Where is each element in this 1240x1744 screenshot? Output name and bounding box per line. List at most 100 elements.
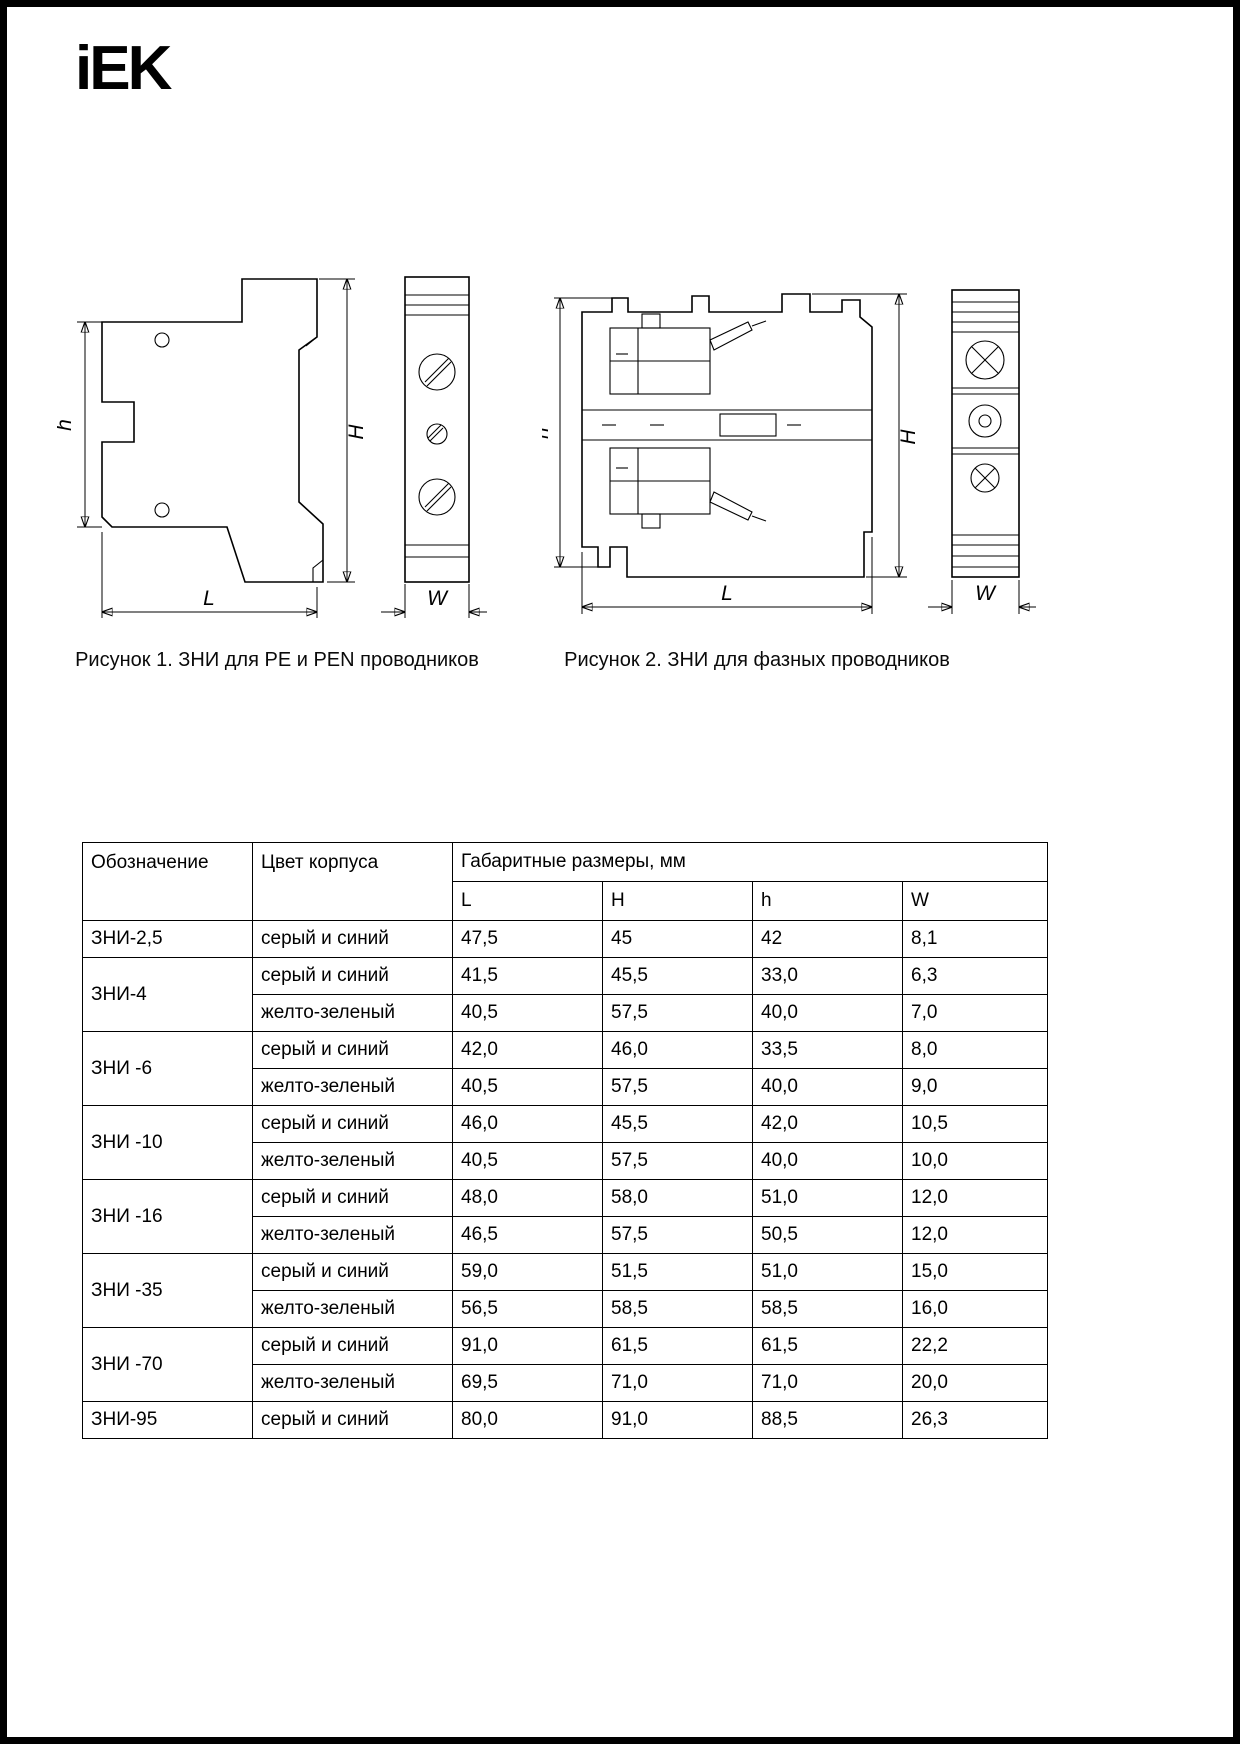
iek-logo: iEK — [75, 34, 172, 103]
dim-cell-H: 61,5 — [602, 1327, 753, 1365]
designation-cell: ЗНИ-2,5 — [82, 920, 253, 958]
header-L: L — [452, 881, 603, 921]
table-row: желто-зеленый 40,5 57,5 40,0 10,0 — [83, 1142, 1049, 1180]
dim-cell-W: 15,0 — [901, 1253, 1049, 1291]
color-cell: желто-зеленый — [252, 1364, 453, 1402]
dim-cell-W: 26,3 — [901, 1401, 1049, 1439]
screw-icon — [426, 423, 448, 445]
dim-label-h: h — [542, 427, 553, 439]
dim-cell-h: 61,5 — [752, 1327, 903, 1365]
upper-clamp — [609, 313, 767, 395]
dim-cell-H: 45,5 — [602, 1105, 753, 1143]
dim-cell-W: 20,0 — [901, 1364, 1049, 1402]
designation-cell: ЗНИ-95 — [82, 1401, 253, 1439]
dim-label-H: H — [345, 424, 368, 440]
dim-cell-L: 47,5 — [452, 920, 603, 958]
dim-cell-L: 80,0 — [452, 1401, 603, 1439]
dim-cell-h: 88,5 — [752, 1401, 903, 1439]
table-row: ЗНИ -70 серый и синий 91,0 61,5 61,5 22,… — [82, 1327, 1049, 1402]
color-cell: серый и синий — [252, 1179, 453, 1217]
dim-cell-H: 46,0 — [602, 1031, 753, 1069]
dim-cell-h: 33,0 — [752, 957, 903, 995]
color-cell: желто-зеленый — [252, 1068, 453, 1106]
dim-cell-W: 8,0 — [901, 1031, 1049, 1069]
dim-cell-W: 12,0 — [901, 1179, 1049, 1217]
figure1: h H L — [57, 262, 487, 622]
dim-cell-h: 51,0 — [752, 1179, 903, 1217]
dim-label-W: W — [427, 587, 449, 610]
dim-L: L — [582, 537, 872, 614]
header-designation: Обозначение — [82, 842, 253, 921]
dim-cell-L: 40,5 — [452, 1142, 603, 1180]
dimensions-table-wrap: Обозначение Цвет корпуса Габаритные разм… — [82, 842, 1049, 1439]
table-row: ЗНИ-2,5 серый и синий 47,5 45 42 8,1 — [82, 920, 1049, 958]
color-cell: серый и синий — [252, 1253, 453, 1291]
mount-hole-icon — [154, 502, 170, 518]
terminal-side-view — [101, 278, 324, 583]
dim-cell-h: 33,5 — [752, 1031, 903, 1069]
color-cell: желто-зеленый — [252, 1290, 453, 1328]
header-color: Цвет корпуса — [252, 842, 453, 921]
figure2-drawing: h H L — [542, 289, 1036, 614]
color-cell: серый и синий — [252, 1327, 453, 1365]
color-cell: серый и синий — [252, 1105, 453, 1143]
dim-label-H: H — [897, 429, 920, 445]
dim-cell-L: 40,5 — [452, 994, 603, 1032]
dim-cell-H: 58,0 — [602, 1179, 753, 1217]
color-cell: серый и синий — [252, 957, 453, 995]
dim-cell-H: 57,5 — [602, 1068, 753, 1106]
table-row: желто-зеленый 46,5 57,5 50,5 12,0 — [83, 1216, 1049, 1254]
dim-cell-H: 51,5 — [602, 1253, 753, 1291]
cross-screw-icon — [965, 340, 1005, 380]
dim-cell-L: 42,0 — [452, 1031, 603, 1069]
dim-H: H — [812, 294, 920, 577]
table-row: желто-зеленый 40,5 57,5 40,0 7,0 — [83, 994, 1049, 1032]
dim-cell-W: 12,0 — [901, 1216, 1049, 1254]
table-row: желто-зеленый 69,5 71,0 71,0 20,0 — [83, 1364, 1049, 1402]
dim-cell-W: 16,0 — [901, 1290, 1049, 1328]
color-cell: серый и синий — [252, 1031, 453, 1069]
designation-cell: ЗНИ -70 — [82, 1327, 253, 1402]
dim-cell-W: 10,0 — [901, 1142, 1049, 1180]
designation-cell: ЗНИ -35 — [82, 1253, 253, 1328]
dim-cell-h: 40,0 — [752, 1142, 903, 1180]
dim-cell-H: 57,5 — [602, 1216, 753, 1254]
dim-cell-H: 57,5 — [602, 1142, 753, 1180]
dim-cell-L: 46,5 — [452, 1216, 603, 1254]
designation-cell: ЗНИ -6 — [82, 1031, 253, 1106]
table-row: желто-зеленый 56,5 58,5 58,5 16,0 — [83, 1290, 1049, 1328]
dim-cell-h: 40,0 — [752, 994, 903, 1032]
lower-clamp — [609, 447, 767, 529]
dim-cell-L: 59,0 — [452, 1253, 603, 1291]
figure1-caption: Рисунок 1. ЗНИ для PE и PEN проводников — [75, 649, 479, 671]
dim-cell-L: 46,0 — [452, 1105, 603, 1143]
dim-label-h: h — [57, 419, 76, 431]
dim-W: W — [928, 580, 1036, 614]
wire-port-icon — [968, 404, 1002, 438]
dim-cell-L: 56,5 — [452, 1290, 603, 1328]
designation-cell: ЗНИ -16 — [82, 1179, 253, 1254]
dim-cell-H: 58,5 — [602, 1290, 753, 1328]
dim-cell-H: 45,5 — [602, 957, 753, 995]
dim-cell-W: 9,0 — [901, 1068, 1049, 1106]
dim-label-L: L — [203, 587, 215, 610]
color-cell: серый и синий — [252, 920, 453, 958]
table-row: ЗНИ-4 серый и синий 41,5 45,5 33,0 6,3 — [82, 957, 1049, 1032]
dim-cell-h: 51,0 — [752, 1253, 903, 1291]
dim-cell-H: 71,0 — [602, 1364, 753, 1402]
dim-cell-W: 10,5 — [901, 1105, 1049, 1143]
dimensions-table: Обозначение Цвет корпуса Габаритные разм… — [82, 842, 1049, 1439]
header-dimensions: Габаритные размеры, мм — [451, 842, 1049, 882]
dim-cell-W: 22,2 — [901, 1327, 1049, 1365]
figure2-caption: Рисунок 2. ЗНИ для фазных проводников — [564, 649, 950, 671]
table-row: ЗНИ-95 серый и синий 80,0 91,0 88,5 26,3 — [82, 1401, 1049, 1439]
color-cell: серый и синий — [252, 1401, 453, 1439]
table-row: ЗНИ -6 серый и синий 42,0 46,0 33,5 8,0 — [82, 1031, 1049, 1106]
terminal-front-view — [404, 276, 470, 583]
dim-cell-W: 8,1 — [901, 920, 1049, 958]
color-cell: желто-зеленый — [252, 1142, 453, 1180]
dim-cell-h: 50,5 — [752, 1216, 903, 1254]
designation-cell: ЗНИ -10 — [82, 1105, 253, 1180]
dim-cell-L: 69,5 — [452, 1364, 603, 1402]
table-row: ЗНИ -10 серый и синий 46,0 45,5 42,0 10,… — [82, 1105, 1049, 1180]
